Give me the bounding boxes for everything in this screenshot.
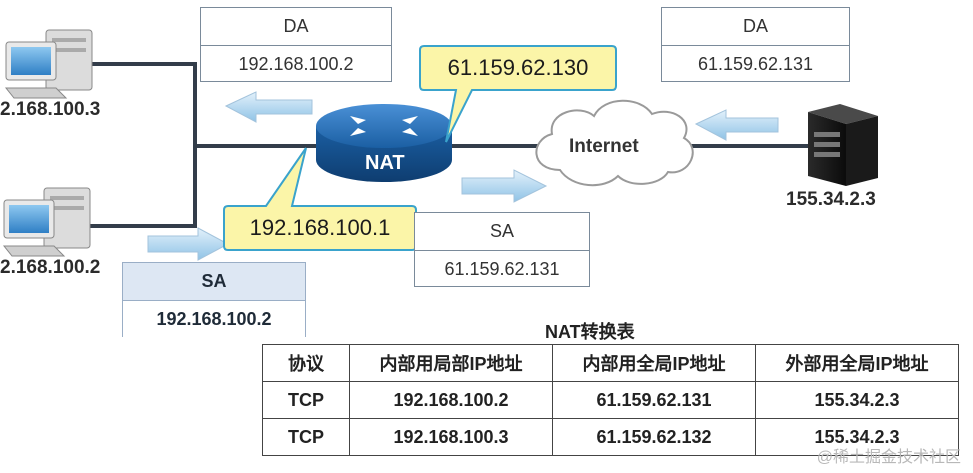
nat-table: 协议 内部用局部IP地址 内部用全局IP地址 外部用全局IP地址 TCP 192… (262, 344, 959, 456)
router-icon (316, 104, 452, 182)
packet-da-inside: DA 192.168.100.2 (200, 7, 392, 82)
server-icon (808, 104, 878, 186)
host-label-pc-top: 2.168.100.3 (0, 99, 101, 120)
packet-sa-inside: SA 192.168.100.2 (122, 262, 306, 338)
column-header: 协议 (262, 344, 350, 382)
arrow-icon (461, 169, 548, 203)
packet-value: 61.159.62.131 (415, 250, 589, 288)
private-ip-callout: 192.168.100.1 (249, 215, 391, 240)
packet-da-outside: DA 61.159.62.131 (661, 7, 850, 82)
host-label-pc-bottom: 2.168.100.2 (0, 257, 101, 278)
table-cell: 61.159.62.132 (552, 418, 756, 456)
table-cell: 155.34.2.3 (755, 381, 959, 419)
table-row: TCP 192.168.100.2 61.159.62.131 155.34.2… (262, 381, 959, 419)
table-row: TCP 192.168.100.3 61.159.62.132 155.34.2… (262, 418, 959, 456)
packet-header: DA (283, 16, 309, 36)
table-cell: TCP (262, 418, 350, 456)
table-cell: 155.34.2.3 (755, 418, 959, 456)
private-ip-callout-shape (223, 147, 417, 251)
nat-table-title: NAT转换表 (545, 322, 635, 342)
public-ip-callout: 61.159.62.130 (447, 55, 589, 80)
column-header: 内部用全局IP地址 (552, 344, 756, 382)
table-cell: 192.168.100.2 (349, 381, 553, 419)
table-header-row: 协议 内部用局部IP地址 内部用全局IP地址 外部用全局IP地址 (262, 344, 959, 382)
packet-header: SA (201, 271, 227, 291)
host-label-server: 155.34.2.3 (786, 189, 876, 210)
lan-link (82, 62, 197, 228)
column-header: 内部用局部IP地址 (349, 344, 553, 382)
watermark: @稀土掘金技术社区 (816, 449, 961, 466)
packet-header: SA (489, 221, 514, 241)
table-cell: TCP (262, 381, 350, 419)
column-header: 外部用全局IP地址 (755, 344, 959, 382)
network-links (82, 62, 810, 228)
computer-icon (2, 187, 91, 257)
internet-label: Internet (569, 136, 639, 157)
packet-value: 61.159.62.131 (662, 45, 849, 83)
packet-value: 192.168.100.2 (201, 45, 391, 83)
router-label: NAT (365, 152, 405, 174)
packet-sa-outside: SA 61.159.62.131 (414, 212, 590, 287)
public-ip-callout-shape (419, 45, 617, 143)
packet-header: DA (742, 16, 768, 36)
computer-icon (4, 29, 93, 99)
table-cell: 61.159.62.131 (552, 381, 756, 419)
cloud-icon (535, 99, 694, 187)
arrow-icon (224, 91, 313, 123)
arrow-icon (147, 227, 230, 261)
arrow-icon (694, 109, 779, 141)
table-cell: 192.168.100.3 (349, 418, 553, 456)
packet-value: 192.168.100.2 (123, 300, 305, 338)
